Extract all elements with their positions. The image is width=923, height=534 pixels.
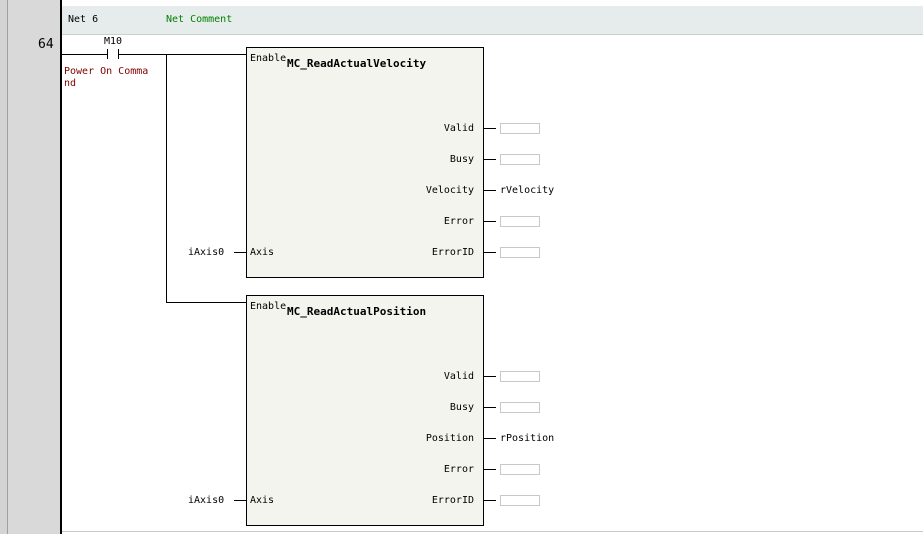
output-pin-velocity: Velocity	[425, 185, 474, 196]
output-var-field-busy[interactable]	[500, 402, 540, 413]
pin-wire	[234, 500, 246, 501]
net-header[interactable]	[62, 6, 923, 35]
pin-wire	[484, 128, 496, 129]
enable-pin-label: Enable	[250, 53, 287, 64]
output-var-position[interactable]: rPosition	[500, 433, 555, 444]
output-var-field-valid[interactable]	[500, 123, 540, 134]
function-block-read-velocity[interactable]	[246, 47, 484, 278]
output-var-field-errorid[interactable]	[500, 495, 540, 506]
pin-wire	[484, 376, 496, 377]
output-pin-busy: Busy	[449, 154, 474, 165]
output-pin-valid: Valid	[443, 123, 474, 134]
left-margin-edge	[7, 0, 8, 534]
pin-wire	[484, 221, 496, 222]
output-pin-valid: Valid	[443, 371, 474, 382]
rung-number: 64	[38, 37, 54, 52]
pin-wire	[484, 407, 496, 408]
enable-wire-1	[119, 54, 246, 55]
net-comment[interactable]: Net Comment	[166, 14, 233, 25]
output-var-velocity[interactable]: rVelocity	[500, 185, 555, 196]
output-pin-busy: Busy	[449, 402, 474, 413]
enable-pin-label: Enable	[250, 301, 287, 312]
output-pin-position: Position	[425, 433, 474, 444]
left-margin	[0, 0, 8, 534]
contact-comment: Power On Comma nd	[64, 66, 149, 89]
pin-wire	[484, 252, 496, 253]
input-pin-axis: Axis	[250, 495, 275, 506]
input-pin-axis: Axis	[250, 247, 275, 258]
pin-wire	[484, 469, 496, 470]
pin-wire	[484, 190, 496, 191]
rung-wire	[62, 54, 107, 55]
net-bottom-border	[62, 531, 923, 532]
output-var-field-valid[interactable]	[500, 371, 540, 382]
output-var-field-error[interactable]	[500, 464, 540, 475]
pin-wire	[234, 252, 246, 253]
output-pin-errorid: ErrorID	[431, 247, 474, 258]
pin-wire	[484, 159, 496, 160]
contact-left-bar[interactable]	[107, 49, 108, 59]
output-var-field-busy[interactable]	[500, 154, 540, 165]
output-pin-error: Error	[443, 216, 474, 227]
input-var-axis[interactable]: iAxis0	[188, 247, 225, 258]
pin-wire	[484, 438, 496, 439]
function-block-read-position[interactable]	[246, 295, 484, 526]
output-pin-errorid: ErrorID	[431, 495, 474, 506]
output-var-field-error[interactable]	[500, 216, 540, 227]
contact-label[interactable]: M10	[104, 36, 123, 47]
net-title[interactable]: Net 6	[68, 14, 99, 25]
block-name[interactable]: MC_ReadActualVelocity	[287, 57, 427, 70]
branch-wire-vertical	[166, 54, 167, 303]
block-name[interactable]: MC_ReadActualPosition	[287, 305, 427, 318]
contact-right-bar[interactable]	[118, 49, 119, 59]
output-var-field-errorid[interactable]	[500, 247, 540, 258]
line-number-gutter	[8, 0, 60, 534]
output-pin-error: Error	[443, 464, 474, 475]
enable-wire-2	[166, 302, 246, 303]
pin-wire	[484, 500, 496, 501]
input-var-axis[interactable]: iAxis0	[188, 495, 225, 506]
left-power-rail	[60, 0, 62, 534]
